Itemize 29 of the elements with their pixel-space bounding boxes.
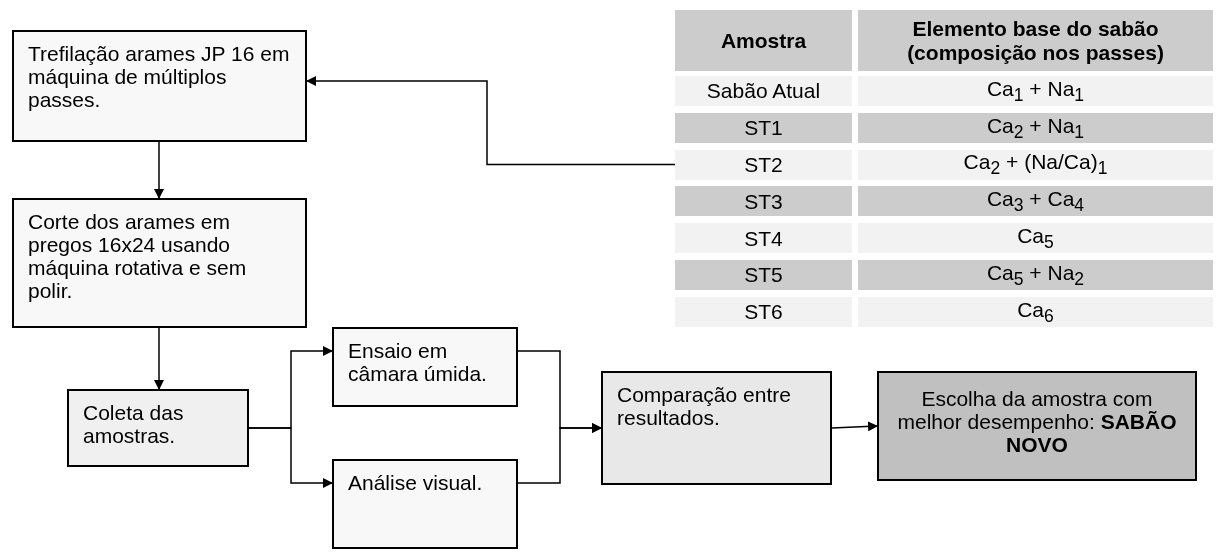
arrow bbox=[306, 76, 676, 166]
table-cell: Ca$_{1}$ + Na$_{1}$ bbox=[858, 76, 1213, 106]
process-box: Corte dos arames em pregos 16x24 usando máquina rotativa e sem polir. bbox=[12, 198, 307, 328]
table-cell: ST2 bbox=[675, 149, 852, 180]
table-cell: Ca$_{2}$ + Na$_{1}$ bbox=[858, 112, 1213, 143]
table-cell: ST5 bbox=[675, 260, 852, 290]
table-cell: Sabão Atual bbox=[675, 76, 852, 106]
process-box: Ensaio em câmara úmida. bbox=[332, 327, 518, 407]
table-cell: ST6 bbox=[675, 296, 852, 327]
process-box: Comparação entre resultados. bbox=[601, 371, 832, 485]
table-cell: ST4 bbox=[675, 223, 852, 254]
arrow bbox=[248, 427, 333, 488]
process-box: Coleta das amostras. bbox=[67, 389, 249, 467]
column-header: Amostra bbox=[675, 10, 852, 71]
table-cell: Ca$_{5}$ + Na$_{2}$ bbox=[858, 260, 1213, 290]
process-box: Trefilação arames JP 16 em máquina de múltiplos passes. bbox=[12, 30, 307, 142]
result-box: Escolha da amostra com melhor desempenho: SABÃO NOVO bbox=[877, 371, 1197, 481]
column-header: Elemento base do sabão (composição nos passes) bbox=[858, 10, 1213, 71]
arrow bbox=[154, 141, 164, 199]
table-cell: Ca$_{6}$ bbox=[858, 296, 1213, 327]
table-cell: Ca$_{5}$ bbox=[858, 223, 1213, 254]
arrow bbox=[517, 423, 602, 484]
table-cell: ST3 bbox=[675, 186, 852, 217]
arrow bbox=[831, 421, 878, 432]
arrow bbox=[154, 327, 164, 390]
table-cell: ST1 bbox=[675, 112, 852, 143]
process-box: Análise visual. bbox=[332, 459, 518, 549]
table-cell: Ca$_{2}$ + (Na/Ca)$_{1}$ bbox=[858, 149, 1213, 180]
table-cell: Ca$_{3}$ + Ca$_{4}$ bbox=[858, 186, 1213, 217]
